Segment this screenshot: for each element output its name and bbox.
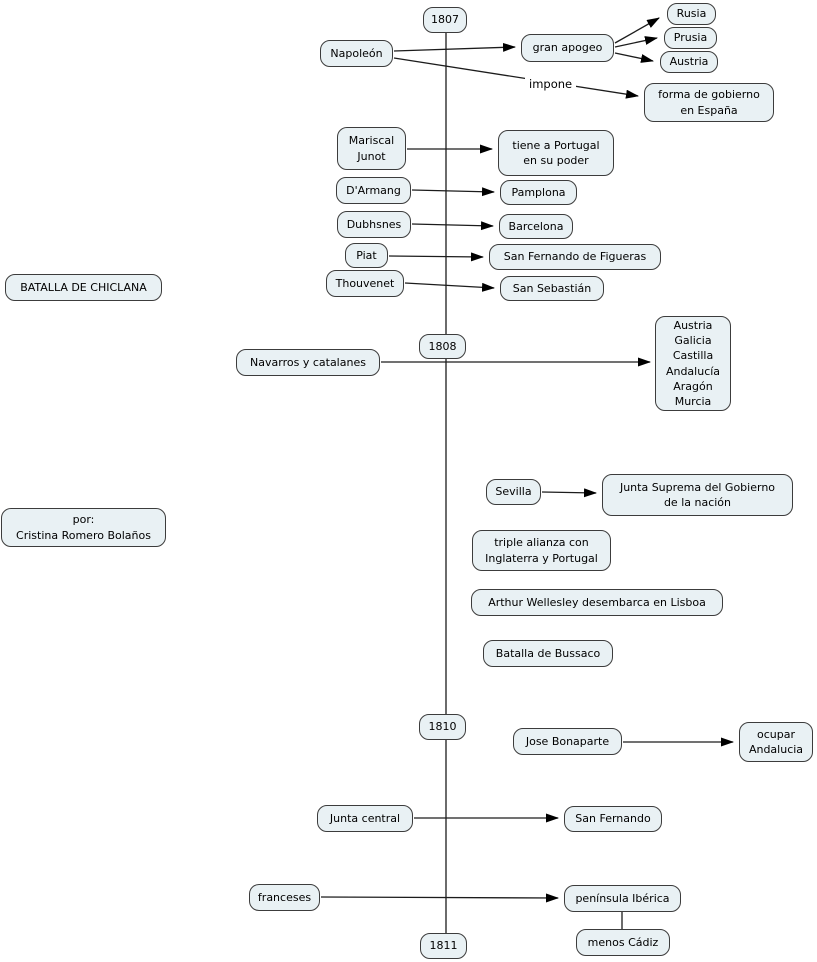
node-triple-alianza[interactable]: triple alianza con Inglaterra y Portugal <box>472 530 611 571</box>
edge-napoleon-gran-apogeo <box>393 42 516 52</box>
edge-gran-apogeo-austria <box>614 52 654 63</box>
node-mariscal-junot[interactable]: Mariscal Junot <box>337 127 406 170</box>
link-label-impone[interactable]: impone <box>525 77 577 91</box>
node-ocupar-andalucia[interactable]: ocupar Andalucia <box>739 722 813 762</box>
node-year-1807[interactable]: 1807 <box>423 7 467 33</box>
node-junta-central[interactable]: Junta central <box>317 805 413 832</box>
node-san-fernando[interactable]: San Fernando <box>564 806 662 832</box>
node-tiene-portugal[interactable]: tiene a Portugal en su poder <box>498 130 614 176</box>
node-napoleon[interactable]: Napoleón <box>320 40 393 67</box>
node-sevilla[interactable]: Sevilla <box>486 479 541 505</box>
node-rusia[interactable]: Rusia <box>667 3 716 25</box>
node-bussaco[interactable]: Batalla de Bussaco <box>483 640 613 667</box>
edge-gran-apogeo-rusia <box>614 17 660 44</box>
node-year-1808[interactable]: 1808 <box>419 334 466 359</box>
edge-franceses-peninsula <box>320 893 559 903</box>
node-prusia[interactable]: Prusia <box>664 27 717 49</box>
edge-thouvenet-sansebastian <box>404 282 495 292</box>
edge-darmang-pamplona <box>411 187 495 197</box>
node-menos-cadiz[interactable]: menos Cádiz <box>576 929 670 956</box>
node-pamplona[interactable]: Pamplona <box>500 180 577 205</box>
node-regiones[interactable]: Austria Galicia Castilla Andalucía Aragó… <box>655 316 731 411</box>
node-franceses[interactable]: franceses <box>249 884 320 911</box>
edge-gran-apogeo-prusia <box>614 36 658 48</box>
node-austria[interactable]: Austria <box>660 51 718 73</box>
node-peninsula-iberica[interactable]: península Ibérica <box>564 885 681 912</box>
node-dubhsnes[interactable]: Dubhsnes <box>337 211 411 238</box>
node-autor[interactable]: por: Cristina Romero Bolaños <box>1 508 166 547</box>
edge-piat-figueras <box>388 252 484 262</box>
node-san-sebastian[interactable]: San Sebastián <box>500 276 604 301</box>
node-year-1810[interactable]: 1810 <box>419 714 466 740</box>
node-thouvenet[interactable]: Thouvenet <box>326 270 404 297</box>
node-barcelona[interactable]: Barcelona <box>499 214 573 239</box>
node-darmang[interactable]: D'Armang <box>336 177 411 204</box>
edge-napoleon-forma-gobierno <box>393 57 639 99</box>
node-navarros-catalanes[interactable]: Navarros y catalanes <box>236 349 380 376</box>
node-jose-bonaparte[interactable]: Jose Bonaparte <box>513 728 622 755</box>
edge-sevilla-junta-suprema <box>541 488 597 498</box>
node-piat[interactable]: Piat <box>345 243 388 268</box>
node-junta-suprema[interactable]: Junta Suprema del Gobierno de la nación <box>602 474 793 516</box>
node-batalla-chiclana[interactable]: BATALLA DE CHICLANA <box>5 274 162 301</box>
node-forma-gobierno[interactable]: forma de gobierno en España <box>644 83 774 122</box>
edge-dubhsnes-barcelona <box>411 221 494 231</box>
node-gran-apogeo[interactable]: gran apogeo <box>521 34 614 62</box>
node-year-1811[interactable]: 1811 <box>420 933 467 959</box>
node-wellesley[interactable]: Arthur Wellesley desembarca en Lisboa <box>471 589 723 616</box>
node-san-fernando-figueras[interactable]: San Fernando de Figueras <box>489 244 661 270</box>
